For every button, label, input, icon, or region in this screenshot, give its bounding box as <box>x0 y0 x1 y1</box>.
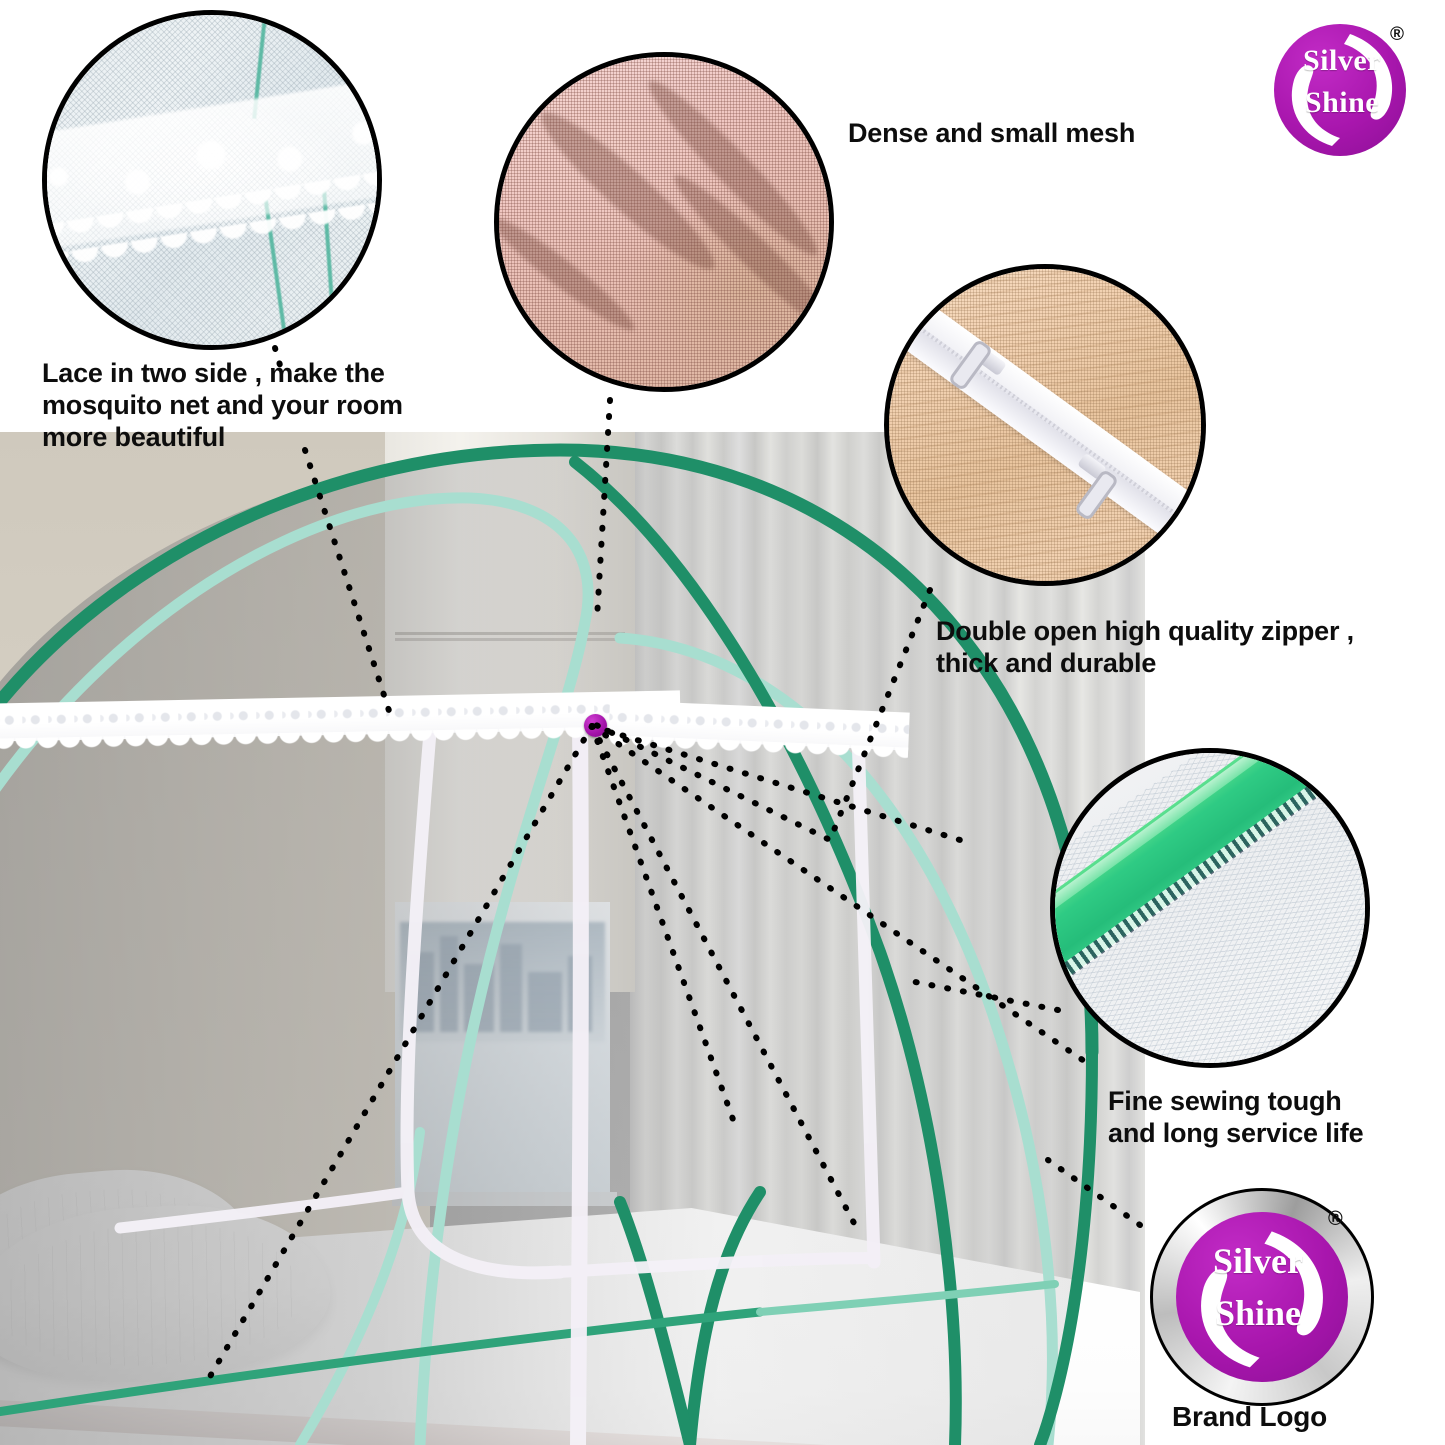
registered-mark-icon: ® <box>1328 1208 1343 1230</box>
sewing-detail-photo <box>1050 748 1370 1068</box>
logo-word-silver: Silver <box>1303 44 1381 77</box>
zipper-detail-photo <box>884 264 1206 586</box>
mesh-detail-photo <box>494 52 834 392</box>
callout-label-brand: Brand Logo <box>1172 1401 1328 1432</box>
net-logo-button <box>584 714 607 737</box>
logo-swoosh-icon <box>1201 1231 1323 1368</box>
product-photo <box>0 432 1145 1445</box>
lace-detail-photo <box>42 10 382 350</box>
callout-label-mesh: Dense and small mesh <box>848 118 1136 148</box>
logo-word-shine: Shine <box>1214 1293 1302 1333</box>
logo-swoosh-icon <box>1291 34 1393 146</box>
registered-mark-icon: ® <box>1390 24 1404 45</box>
brand-logo-top: Silver Shine ® <box>1272 18 1412 158</box>
net-frame-right <box>1034 1046 1098 1445</box>
callout-label-lace: Lace in two side , make the mosquito net… <box>42 358 403 452</box>
logo-word-silver: Silver <box>1213 1241 1303 1281</box>
callout-label-zipper: Double open high quality zipper , thick … <box>936 616 1354 678</box>
logo-word-shine: Shine <box>1304 86 1380 119</box>
net-bottom-rail-right <box>756 1280 1059 1316</box>
callout-label-sewing: Fine sewing tough and long service life <box>1108 1086 1364 1148</box>
brand-logo-badge: Silver Shine ® <box>1150 1188 1374 1406</box>
mosquito-net-overlay <box>0 443 1099 1445</box>
